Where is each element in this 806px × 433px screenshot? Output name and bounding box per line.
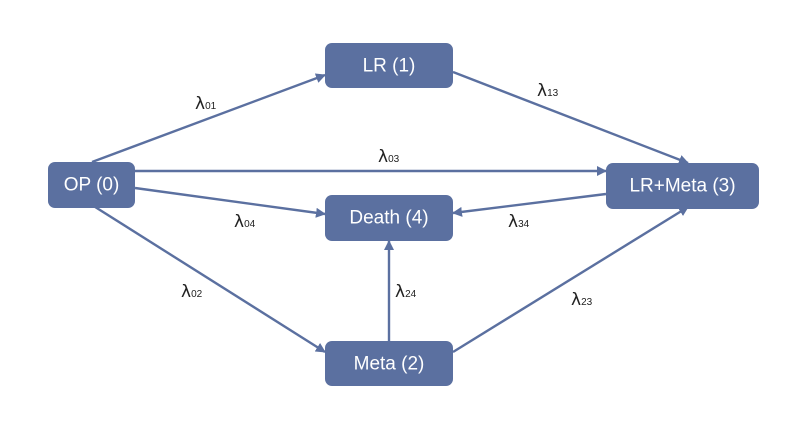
label-lambda-04: λ04 xyxy=(234,212,256,232)
node-lr-label: LR (1) xyxy=(363,56,416,77)
edge-0-1-arrow xyxy=(91,73,326,164)
edge-labels: λ01 λ13 λ03 λ04 λ34 λ02 λ24 λ23 xyxy=(181,81,593,310)
label-lambda-13: λ13 xyxy=(537,81,559,101)
node-meta-label: Meta (2) xyxy=(354,354,425,375)
label-lambda-03: λ03 xyxy=(378,147,400,167)
node-lrmeta-label: LR+Meta (3) xyxy=(629,176,735,197)
label-lambda-02: λ02 xyxy=(181,282,203,302)
node-death-label: Death (4) xyxy=(349,208,428,229)
edge-0-2-arrow xyxy=(91,203,326,354)
node-op-label: OP (0) xyxy=(64,175,120,196)
node-meta: Meta (2) xyxy=(325,341,453,386)
node-death: Death (4) xyxy=(325,195,453,241)
node-lrmeta: LR+Meta (3) xyxy=(606,163,759,209)
label-lambda-23: λ23 xyxy=(571,290,593,310)
label-lambda-24: λ24 xyxy=(395,282,417,302)
edge-0-4-arrow xyxy=(134,186,326,218)
label-lambda-01: λ01 xyxy=(195,94,217,114)
edge-1-3-arrow xyxy=(452,70,689,165)
edges xyxy=(91,70,689,354)
edge-2-3-arrow xyxy=(452,205,689,354)
node-lr: LR (1) xyxy=(325,43,453,88)
label-lambda-34: λ34 xyxy=(508,212,530,232)
node-op: OP (0) xyxy=(48,162,135,208)
edge-3-4-arrow xyxy=(452,192,607,217)
